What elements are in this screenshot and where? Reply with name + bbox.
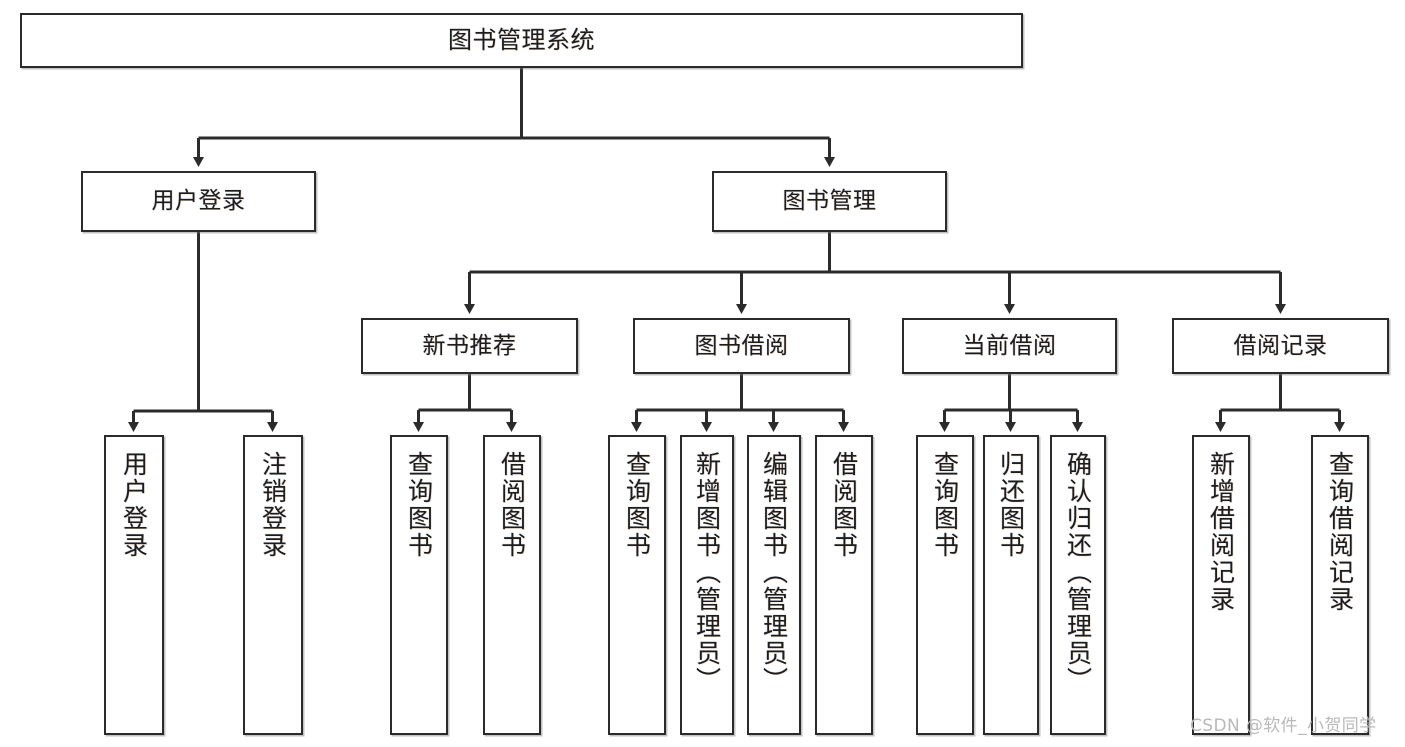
- node-label: 查询图书: [404, 451, 434, 559]
- node-label: 查询借阅记录: [1325, 451, 1355, 613]
- leaf-borrow-book[interactable]: 借阅图书: [815, 435, 873, 735]
- leaf-query-book-borrow[interactable]: 查询图书: [608, 435, 666, 735]
- node-label: 编辑图书（管理员）: [759, 451, 789, 694]
- node-label: 借阅图书: [829, 451, 859, 559]
- leaf-edit-book-admin[interactable]: 编辑图书（管理员）: [747, 435, 801, 735]
- node-label: 注销登录: [258, 451, 288, 559]
- node-label: 查询图书: [622, 451, 652, 559]
- leaf-add-borrow-record[interactable]: 新增借阅记录: [1192, 435, 1250, 735]
- node-label: 图书管理系统: [448, 25, 595, 54]
- node-label: 新增图书（管理员）: [692, 451, 722, 694]
- leaf-user-login[interactable]: 用户登录: [104, 435, 164, 735]
- node-user-login[interactable]: 用户登录: [81, 171, 316, 232]
- node-label: 确认归还（管理员）: [1063, 451, 1093, 694]
- leaf-add-book-admin[interactable]: 新增图书（管理员）: [680, 435, 734, 735]
- csdn-watermark: CSDN @软件_小贺同学: [1190, 716, 1377, 736]
- node-label: 归还图书: [996, 451, 1026, 559]
- node-borrow-record[interactable]: 借阅记录: [1172, 318, 1389, 374]
- leaf-confirm-return-admin[interactable]: 确认归还（管理员）: [1050, 435, 1106, 735]
- leaf-query-book-current[interactable]: 查询图书: [916, 435, 974, 735]
- leaf-query-book-recommend[interactable]: 查询图书: [390, 435, 448, 735]
- node-label: 用户登录: [151, 188, 246, 215]
- node-current-borrow[interactable]: 当前借阅: [902, 318, 1117, 374]
- leaf-borrow-book-recommend[interactable]: 借阅图书: [483, 435, 541, 735]
- node-label: 新增借阅记录: [1206, 451, 1236, 613]
- node-root-system[interactable]: 图书管理系统: [20, 13, 1023, 68]
- node-label: 查询图书: [930, 451, 960, 559]
- node-label: 图书管理: [782, 188, 877, 215]
- node-label: 新书推荐: [422, 332, 517, 359]
- node-label: 借阅图书: [497, 451, 527, 559]
- leaf-return-book[interactable]: 归还图书: [983, 435, 1039, 735]
- node-book-borrow[interactable]: 图书借阅: [633, 318, 850, 374]
- node-label: 借阅记录: [1233, 332, 1328, 359]
- node-label: 用户登录: [119, 451, 149, 559]
- leaf-query-borrow-record[interactable]: 查询借阅记录: [1311, 435, 1369, 735]
- node-label: 图书借阅: [694, 332, 789, 359]
- node-label: 当前借阅: [962, 332, 1057, 359]
- node-book-manage[interactable]: 图书管理: [712, 171, 947, 232]
- node-new-book-recommend[interactable]: 新书推荐: [361, 318, 578, 374]
- leaf-user-logout[interactable]: 注销登录: [243, 435, 303, 735]
